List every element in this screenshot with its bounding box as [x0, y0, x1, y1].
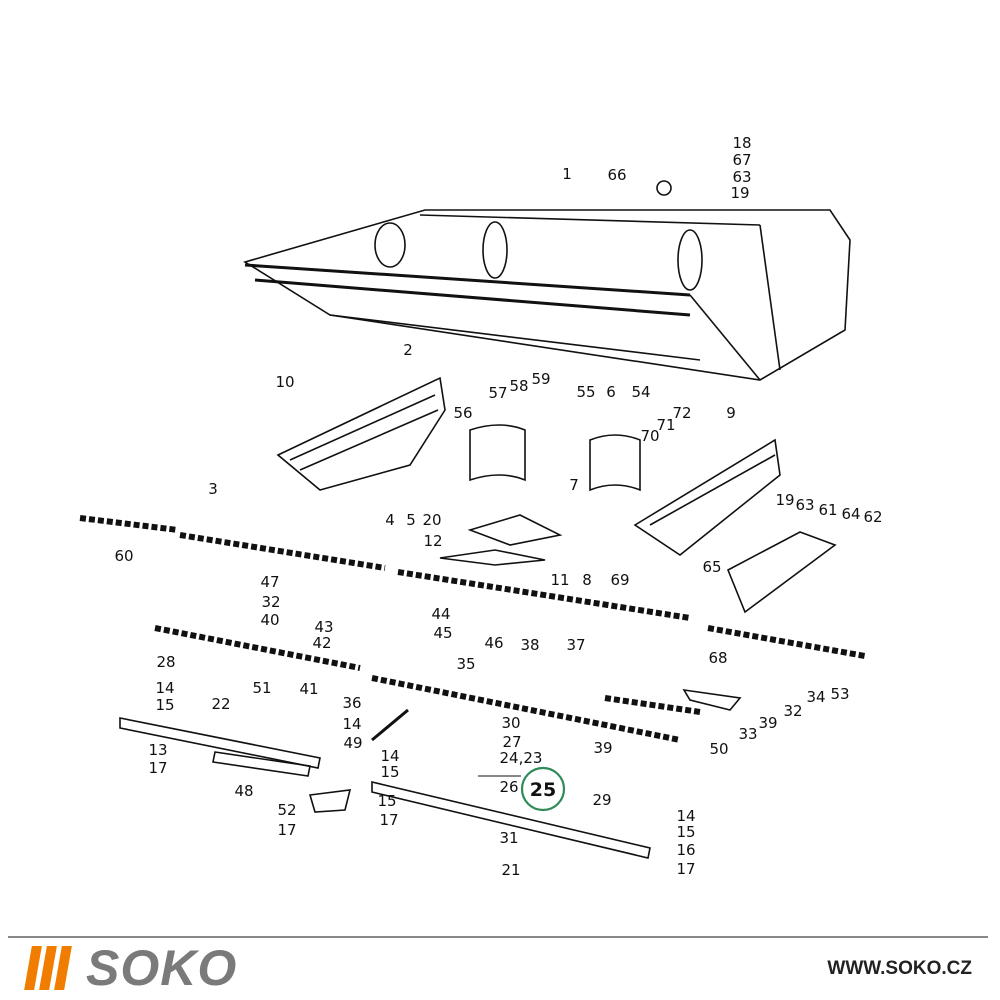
part-label: 48 — [234, 782, 253, 800]
logo-bars-icon — [24, 946, 72, 990]
part-label: 43 — [314, 618, 333, 636]
part-label: 36 — [342, 694, 361, 712]
part-label: 7 — [569, 476, 579, 494]
part-label: 70 — [640, 427, 659, 445]
brand-name: SOKO — [86, 940, 238, 996]
part-label: 41 — [299, 680, 318, 698]
part-label: 28 — [156, 653, 175, 671]
part-label: 30 — [501, 714, 520, 732]
part-label: 68 — [708, 649, 727, 667]
part-label: 37 — [566, 636, 585, 654]
part-label: 67 — [732, 151, 751, 169]
website-link[interactable]: WWW.SOKO.CZ — [827, 958, 972, 979]
part-label: 27 — [502, 733, 521, 751]
part-label: 31 — [499, 829, 518, 847]
brand-logo: SOKO — [24, 940, 237, 996]
knife-sections — [79, 515, 866, 859]
part-label: 15 — [155, 696, 174, 714]
part-label: 20 — [422, 511, 441, 529]
part-label: 14 — [676, 807, 695, 825]
side-shields — [276, 376, 837, 614]
part-label: 5 — [406, 511, 416, 529]
part-label: 8 — [582, 571, 592, 589]
part-label: 15 — [676, 823, 695, 841]
part-label: 29 — [592, 791, 611, 809]
part-label: 50 — [709, 740, 728, 758]
part-label: 39 — [758, 714, 777, 732]
part-label: 72 — [672, 404, 691, 422]
part-label: 6 — [606, 383, 616, 401]
part-label: 4 — [385, 511, 395, 529]
part-label: 10 — [275, 373, 294, 391]
part-label: 60 — [114, 547, 133, 565]
footer-divider — [8, 936, 988, 938]
part-label: 57 — [488, 384, 507, 402]
part-label: 34 — [806, 688, 825, 706]
part-label: 3 — [208, 480, 218, 498]
part-label: 15 — [377, 792, 396, 810]
part-label: 38 — [520, 636, 539, 654]
part-label: 63 — [732, 168, 751, 186]
header-frame — [243, 180, 851, 381]
part-label: 17 — [277, 821, 296, 839]
part-label: 32 — [783, 702, 802, 720]
part-label: 18 — [732, 134, 751, 152]
part-label: 13 — [148, 741, 167, 759]
part-label: 40 — [260, 611, 279, 629]
part-label: 33 — [738, 725, 757, 743]
part-label: 26 — [499, 778, 518, 796]
part-label: 14 — [342, 715, 361, 733]
part-label: 14 — [380, 747, 399, 765]
part-label: 64 — [841, 505, 860, 523]
part-label: 17 — [379, 811, 398, 829]
part-label: 55 — [576, 383, 595, 401]
part-label: 71 — [656, 416, 675, 434]
part-label: 44 — [431, 605, 450, 623]
part-label: 35 — [456, 655, 475, 673]
part-label: 46 — [484, 634, 503, 652]
part-label: 51 — [252, 679, 271, 697]
part-label: 17 — [148, 759, 167, 777]
part-label: 17 — [676, 860, 695, 878]
part-label: 19 — [730, 184, 749, 202]
part-label: 52 — [277, 801, 296, 819]
part-label: 53 — [830, 685, 849, 703]
part-label: 1 — [562, 165, 572, 183]
part-label: 42 — [312, 634, 331, 652]
part-label: 12 — [423, 532, 442, 550]
part-label: 22 — [211, 695, 230, 713]
part-label: 24,23 — [500, 749, 543, 767]
part-label: 11 — [550, 571, 569, 589]
part-label: 54 — [631, 383, 650, 401]
part-label: 63 — [795, 496, 814, 514]
part-label: 59 — [531, 370, 550, 388]
part-label: 21 — [501, 861, 520, 879]
part-label: 66 — [607, 166, 626, 184]
part-label: 2 — [403, 341, 413, 359]
part-label: 49 — [343, 734, 362, 752]
part-label: 45 — [433, 624, 452, 642]
part-label: 15 — [380, 763, 399, 781]
part-label: 19 — [775, 491, 794, 509]
part-label: 39 — [593, 739, 612, 757]
highlighted-part-label[interactable]: 25 — [530, 779, 556, 801]
part-label: 32 — [261, 593, 280, 611]
part-label: 69 — [610, 571, 629, 589]
part-label: 61 — [818, 501, 837, 519]
part-label: 62 — [863, 508, 882, 526]
part-label: 56 — [453, 404, 472, 422]
highlight-marker[interactable]: 25 — [478, 766, 566, 812]
part-label: 58 — [509, 377, 528, 395]
part-label: 9 — [726, 404, 736, 422]
part-label: 14 — [155, 679, 174, 697]
part-label: 47 — [260, 573, 279, 591]
part-label: 16 — [676, 841, 695, 859]
part-label: 65 — [702, 558, 721, 576]
